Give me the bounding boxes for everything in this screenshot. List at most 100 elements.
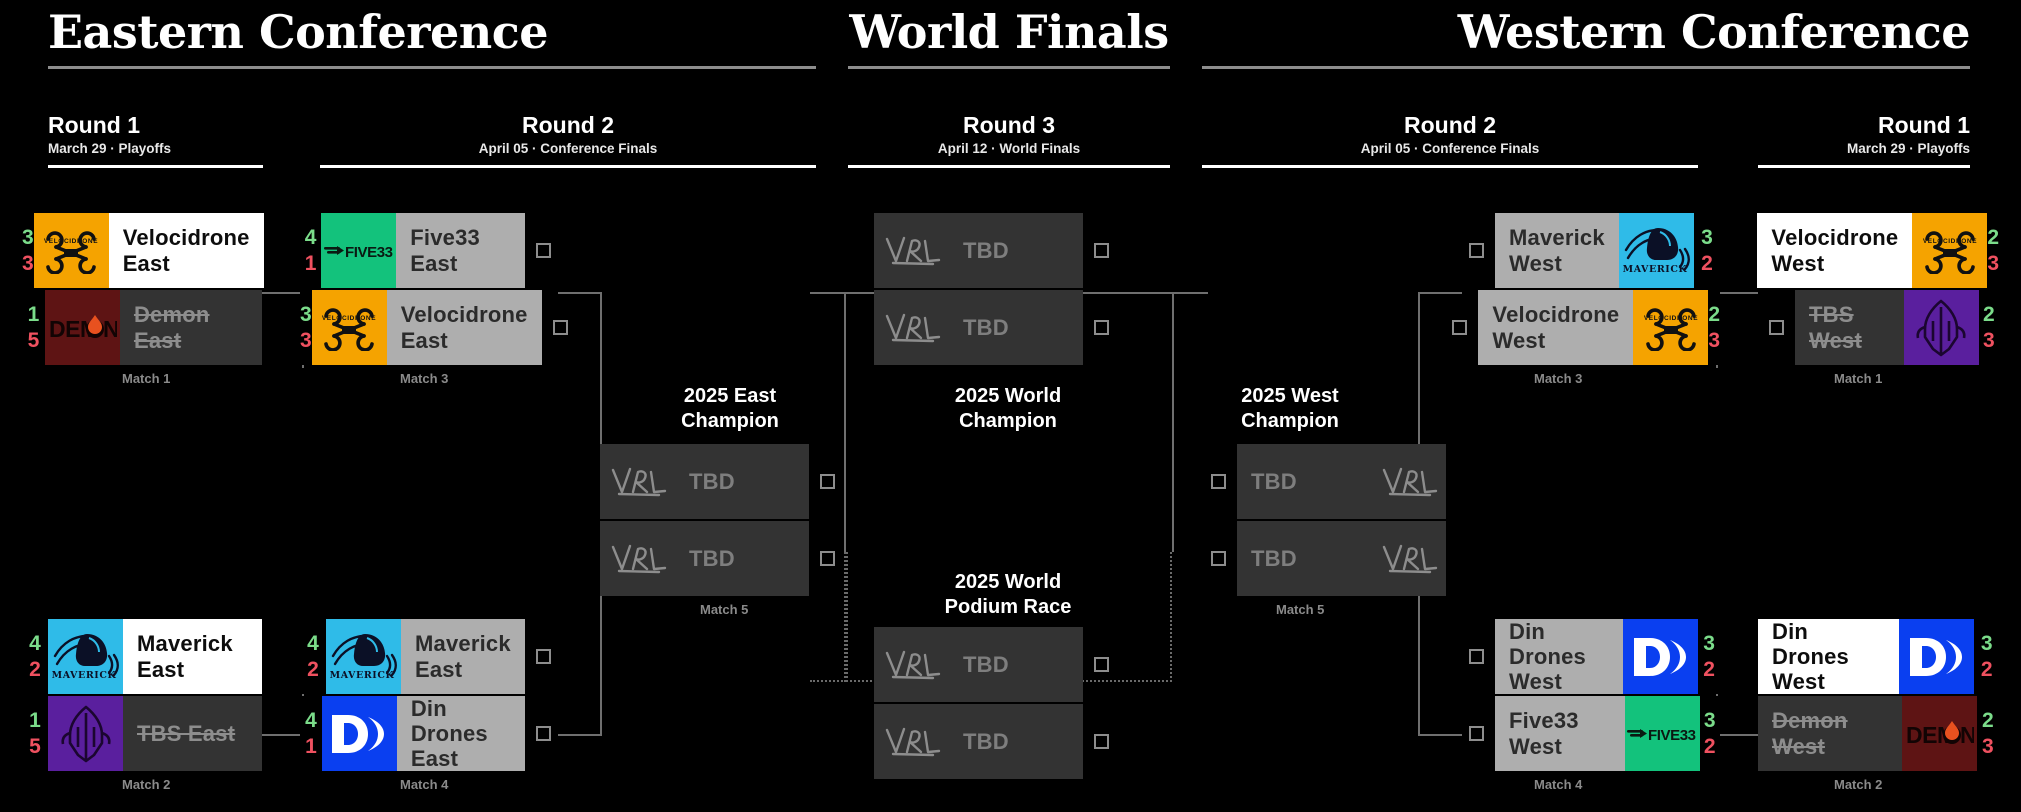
match-checkbox[interactable] <box>1211 551 1226 566</box>
velocidrone-logo-icon: VELOCIDRONE <box>1912 213 1988 288</box>
match-checkbox[interactable] <box>1094 734 1109 749</box>
match-checkbox[interactable] <box>552 320 568 335</box>
team-logo <box>874 627 949 702</box>
score-top: 2 <box>1987 225 1999 249</box>
match-row[interactable]: TBD <box>1200 521 1446 596</box>
round-name: Round 1 <box>1878 112 1970 138</box>
match-checkbox[interactable] <box>820 551 835 566</box>
match-row[interactable]: TBD <box>1200 444 1446 519</box>
round-underline <box>48 165 263 169</box>
match-checkbox[interactable] <box>1769 320 1784 335</box>
team-name-line: TBS East <box>137 720 236 746</box>
match-checkbox[interactable] <box>536 726 551 741</box>
team-logo <box>48 696 123 771</box>
match-row[interactable]: TBD <box>874 704 1120 779</box>
team-name: TBD <box>1237 444 1371 519</box>
round-header-east-round1: Round 1 March 29 · Playoffs <box>48 112 263 169</box>
score-bottom: 3 <box>22 251 34 275</box>
team-name-line: West <box>1771 250 1825 276</box>
team-name: TBD <box>675 521 809 596</box>
team-name-line: TBD <box>1251 545 1297 571</box>
tbs-logo-icon <box>1903 290 1979 365</box>
match-checkbox[interactable] <box>1211 474 1226 489</box>
match-row[interactable]: TBD <box>600 444 846 519</box>
match-label: Match 5 <box>1276 602 1325 617</box>
score-bottom: 2 <box>29 657 41 681</box>
match-checkbox[interactable] <box>536 649 551 664</box>
team-name-line: East <box>122 250 170 276</box>
team-logo <box>1623 619 1699 694</box>
score-top: 2 <box>1982 708 1994 732</box>
match-row[interactable]: TBD <box>874 627 1120 702</box>
team-name: TBS East <box>123 696 262 771</box>
match-checkbox[interactable] <box>1469 243 1484 258</box>
team-name-line: TBD <box>963 314 1009 340</box>
match-row[interactable]: TBD <box>600 521 846 596</box>
match-checkbox[interactable] <box>1469 726 1484 741</box>
match-checkbox[interactable] <box>1094 320 1109 335</box>
round-name: Round 2 <box>1404 112 1496 138</box>
team-name-line: West <box>1509 669 1562 695</box>
match-checkbox[interactable] <box>1469 649 1484 664</box>
team-name: Demon East <box>119 290 262 365</box>
champion-caption-west: 2025 West Champion <box>1241 385 1339 432</box>
team-name: TBD <box>949 290 1083 365</box>
round-subtitle: March 29 · Playoffs <box>1846 141 1970 157</box>
team-name-line: TBD <box>689 545 735 571</box>
team-logo: VELOCIDRONE <box>1912 213 1988 288</box>
match-checkbox[interactable] <box>536 243 551 258</box>
header-rule-east <box>48 66 816 70</box>
score-bottom: 5 <box>27 328 40 352</box>
match-checkbox[interactable] <box>820 474 835 489</box>
tbs-logo-icon <box>48 696 123 771</box>
match-checkbox[interactable] <box>1452 320 1468 335</box>
score-bottom: 3 <box>1708 328 1720 352</box>
score-bottom: 2 <box>1980 657 1993 681</box>
svg-text:VELOCIDRONE: VELOCIDRONE <box>44 238 98 245</box>
team-logo <box>1371 521 1446 596</box>
match-row[interactable]: TBD <box>874 290 1120 365</box>
team-logo: VELOCIDRONE <box>33 213 109 288</box>
match-label: Match 5 <box>700 602 749 617</box>
match-row[interactable]: TBD <box>874 213 1120 288</box>
team-logo: VELOCIDRONE <box>311 290 387 365</box>
team-name-line: Demon West <box>1772 708 1848 759</box>
round-subtitle: April 05 · Conference Finals <box>478 141 658 157</box>
round-name: Round 2 <box>522 112 614 138</box>
score-bottom: 1 <box>304 251 317 275</box>
team-name: TBD <box>949 704 1083 779</box>
round-underline <box>320 165 816 169</box>
match-checkbox[interactable] <box>1094 243 1109 258</box>
team-name-line: Demon East <box>133 302 210 353</box>
match-checkbox[interactable] <box>1094 657 1109 672</box>
round-subtitle: March 29 · Playoffs <box>48 141 172 157</box>
